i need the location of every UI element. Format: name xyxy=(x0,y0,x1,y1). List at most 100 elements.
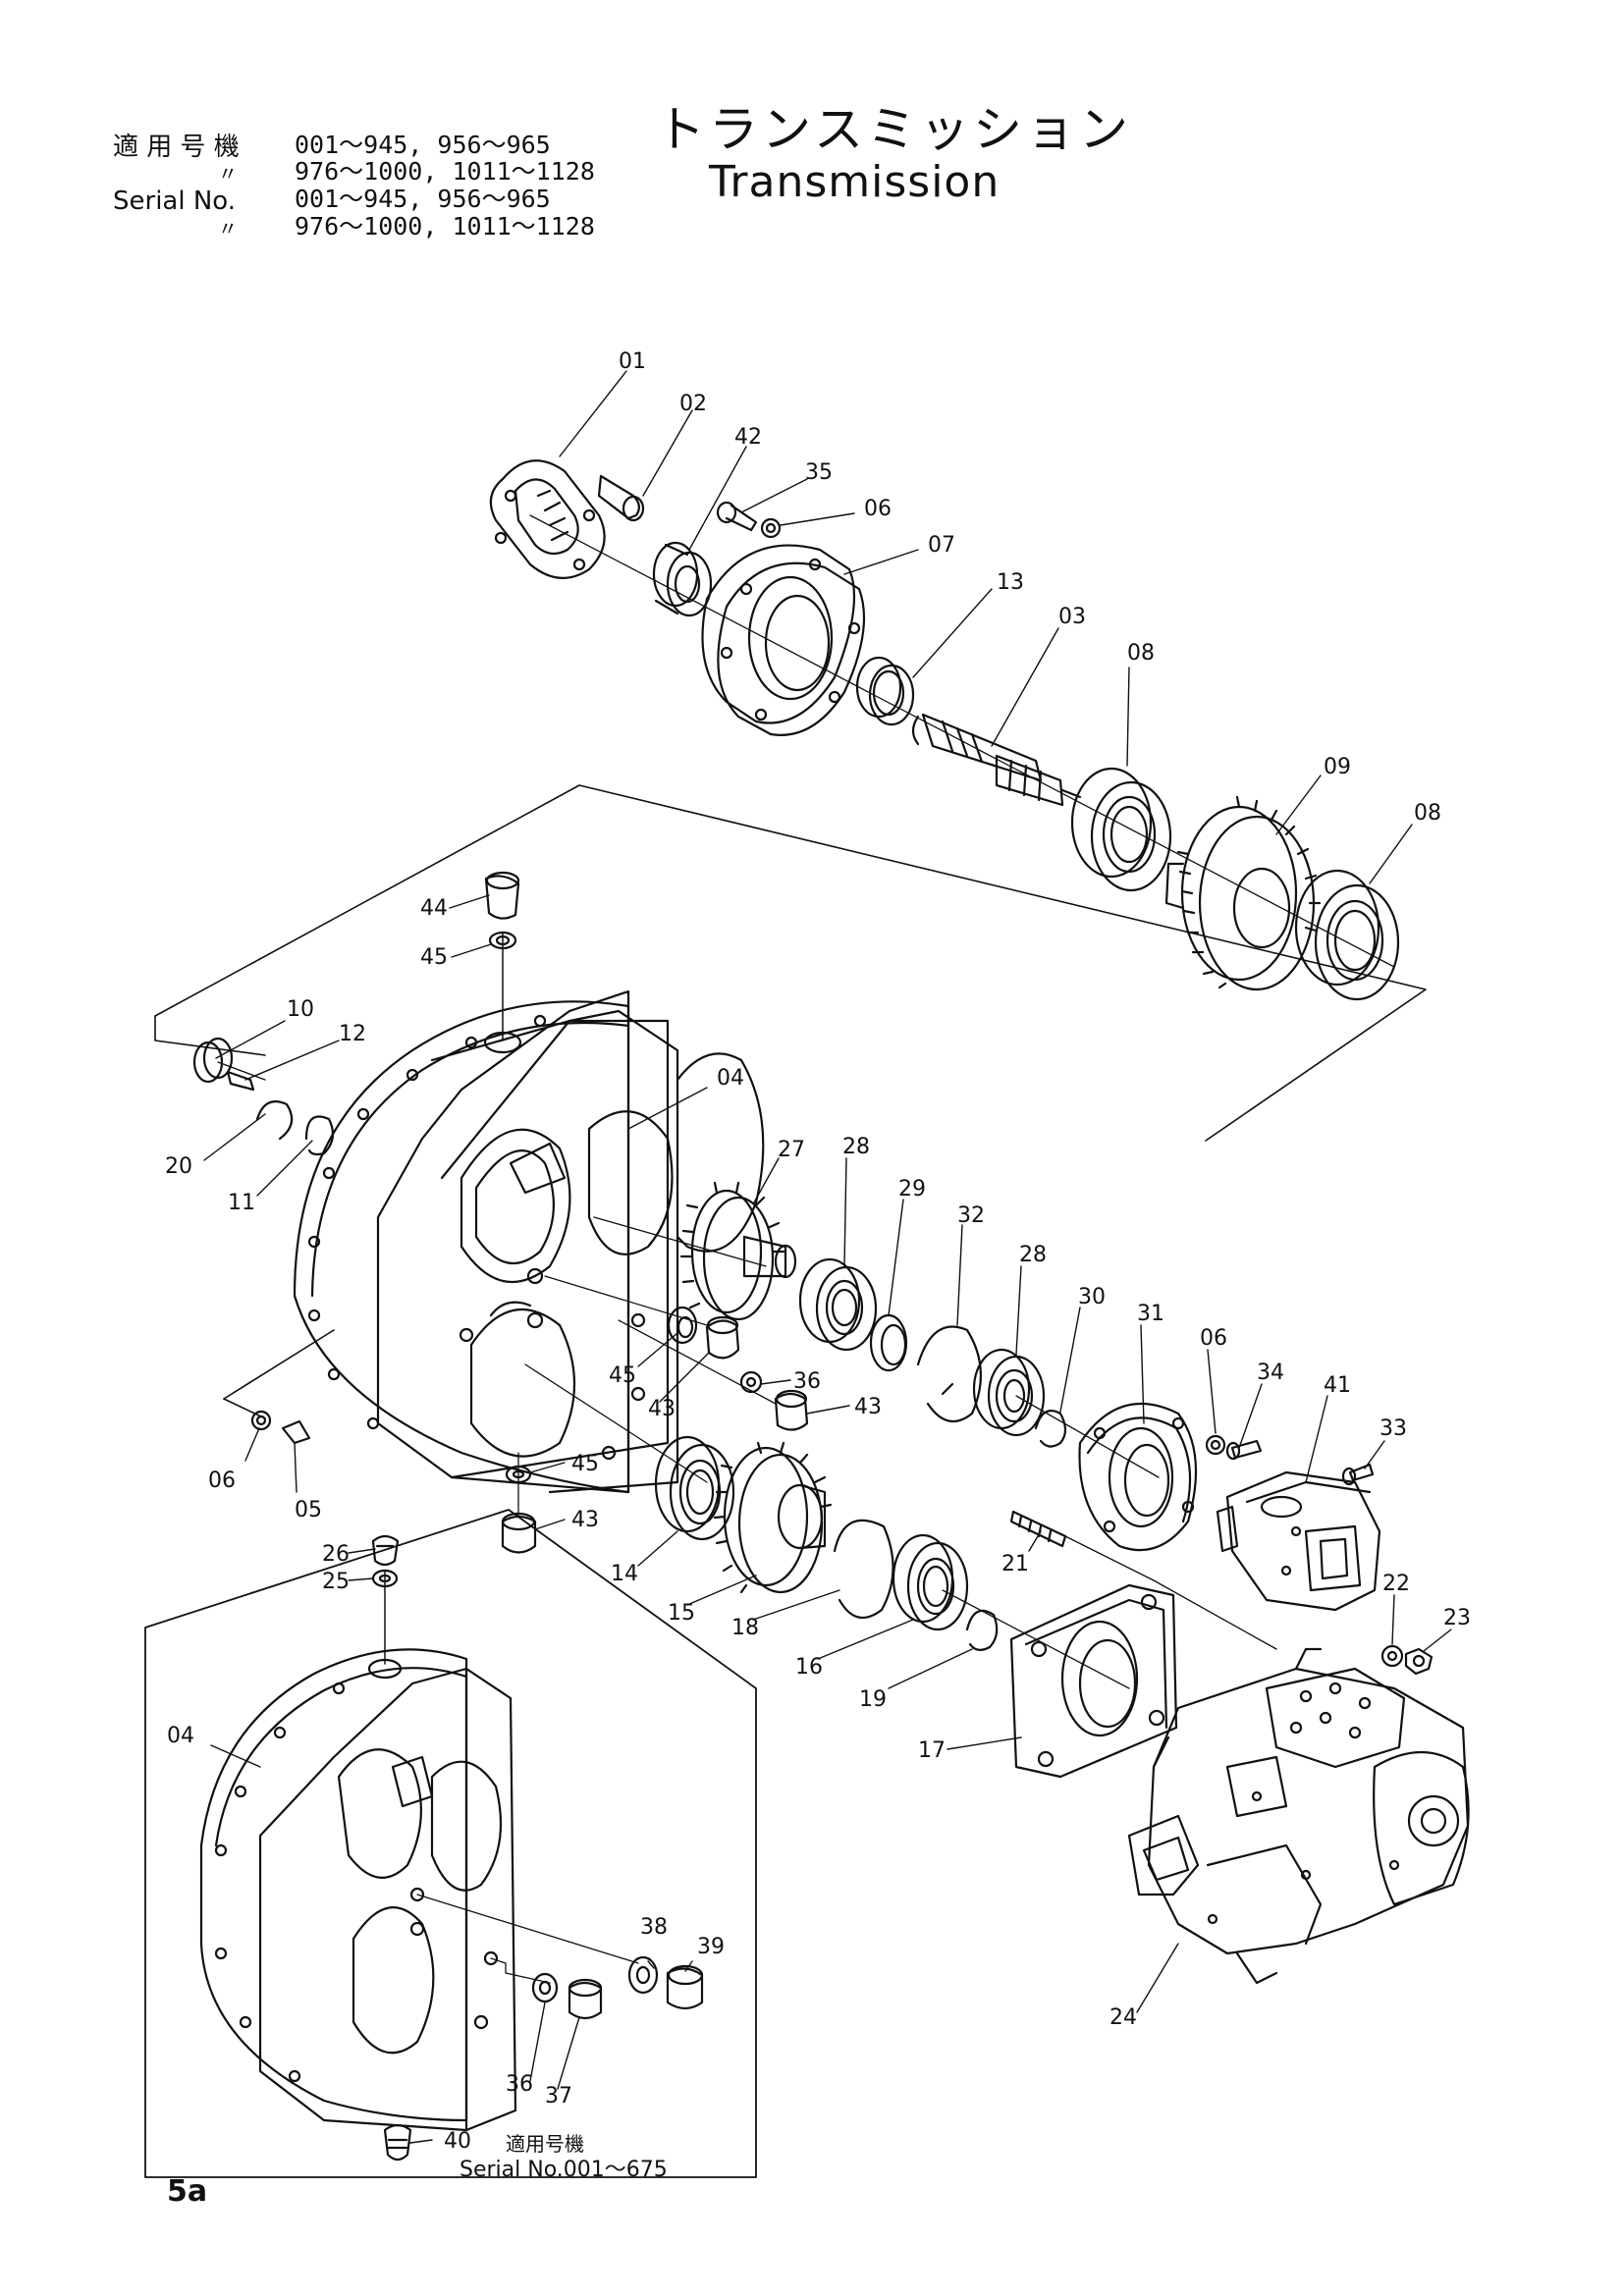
callout-label: 44 xyxy=(420,896,448,921)
part-34-bolt xyxy=(1225,1439,1263,1461)
callout-label: 10 xyxy=(287,997,314,1022)
part-14-bearing xyxy=(654,1435,735,1541)
part-11-ring xyxy=(304,1115,335,1156)
frame-top xyxy=(154,784,1427,1142)
part-36-washer xyxy=(739,1370,763,1394)
part-27-gear xyxy=(679,1181,797,1321)
frame-left xyxy=(223,1329,335,1400)
callout-label: 34 xyxy=(1257,1361,1284,1385)
inset-part-37-plug xyxy=(568,1978,603,2020)
part-43-plug-c xyxy=(501,1512,537,1554)
callout-label: 21 xyxy=(1001,1552,1029,1576)
part-16-bearing xyxy=(892,1533,969,1631)
callout-label: 16 xyxy=(795,1655,823,1680)
part-42-seal xyxy=(652,541,713,617)
inset-frame xyxy=(144,1509,757,2178)
part-12-valve xyxy=(226,1070,255,1092)
part-21-stud xyxy=(1009,1510,1067,1548)
part-35-bolt xyxy=(716,501,758,532)
title-english: Transmission xyxy=(709,157,1001,207)
inset-part-38-washer xyxy=(627,1955,659,1995)
part-19-ring xyxy=(965,1609,999,1651)
serial-range-2: 976～1000, 1011～1128 xyxy=(295,157,595,186)
part-43-plug-b xyxy=(774,1389,809,1431)
callout-label: 43 xyxy=(648,1397,676,1421)
ditto-mark-1: 〃 xyxy=(218,162,238,186)
callout-label: 35 xyxy=(805,460,833,485)
callout-label: 07 xyxy=(928,533,955,558)
callout-label: 36 xyxy=(793,1369,821,1394)
callout-label: 01 xyxy=(619,349,646,374)
callout-label: 27 xyxy=(778,1138,805,1162)
callout-label: 42 xyxy=(734,425,762,450)
callout-label: 13 xyxy=(997,570,1024,595)
callout-label: 04 xyxy=(167,1724,194,1748)
callout-label: 14 xyxy=(611,1562,638,1586)
part-44-plug xyxy=(484,871,520,920)
part-41-motor xyxy=(1216,1470,1381,1612)
part-28-bearing-b xyxy=(972,1348,1046,1437)
callout-label: 24 xyxy=(1109,2005,1137,2030)
part-23-nut xyxy=(1404,1647,1434,1676)
part-06-washer-left xyxy=(250,1410,272,1431)
part-33-bolt xyxy=(1341,1463,1375,1486)
serial-range-4: 976～1000, 1011～1128 xyxy=(295,212,595,240)
callout-label: 12 xyxy=(339,1022,366,1046)
callout-label: 28 xyxy=(1019,1243,1047,1267)
part-45-washer-mid xyxy=(667,1306,698,1345)
part-05-bolt xyxy=(281,1419,311,1445)
callout-label: 41 xyxy=(1324,1373,1351,1398)
callout-label: 38 xyxy=(640,1915,668,1940)
part-02-bolt xyxy=(597,474,645,522)
serial-range-1: 001～945, 956～965 xyxy=(295,131,551,159)
callout-label: 19 xyxy=(859,1687,887,1712)
page-number: 5a xyxy=(167,2174,208,2209)
part-29-ring xyxy=(869,1313,908,1372)
callout-label: 04 xyxy=(717,1066,744,1091)
callout-label: 40 xyxy=(444,2129,471,2154)
callout-label: 25 xyxy=(322,1570,350,1594)
callout-label: 26 xyxy=(322,1542,350,1567)
inset-part-39-plug xyxy=(666,1964,704,2010)
part-28-bearing-a xyxy=(798,1257,878,1352)
inset-part-04-housing xyxy=(199,1648,517,2132)
part-08-bearing-a xyxy=(1070,767,1172,892)
callout-label: 09 xyxy=(1324,755,1351,779)
callout-label: 33 xyxy=(1380,1416,1407,1441)
callout-label: 37 xyxy=(545,2084,572,2109)
part-08-bearing-b xyxy=(1294,869,1400,1001)
inset-note-serial: Serial No.001～675 xyxy=(460,2158,668,2182)
part-07-cover xyxy=(701,544,866,736)
callout-label: 36 xyxy=(506,2072,533,2097)
axis-line-top xyxy=(529,514,1395,968)
callout-label: 32 xyxy=(957,1203,985,1228)
part-31-cover xyxy=(1078,1402,1198,1552)
part-13-ring xyxy=(855,656,915,726)
callout-label: 39 xyxy=(697,1935,725,1959)
callout-label: 31 xyxy=(1137,1302,1164,1326)
callout-label: 20 xyxy=(165,1154,192,1179)
inset-part-36-washer xyxy=(531,1972,559,2003)
inset-part-26-fitting xyxy=(371,1534,400,1567)
callout-label: 03 xyxy=(1058,605,1086,629)
callout-label: 45 xyxy=(420,945,448,970)
callout-label: 28 xyxy=(842,1135,870,1159)
part-32-ring xyxy=(916,1325,982,1423)
part-10-cap xyxy=(192,1037,234,1084)
ditto-mark-2: 〃 xyxy=(218,217,238,240)
callout-labels: 01 02 42 35 06 07 13 03 08 09 08 44 45 1… xyxy=(165,349,1471,2154)
part-09-gear xyxy=(1164,795,1322,991)
callout-label: 08 xyxy=(1127,641,1155,666)
callout-label: 06 xyxy=(208,1468,236,1493)
callout-label: 05 xyxy=(295,1498,322,1522)
callout-label: 15 xyxy=(668,1601,695,1626)
callout-label: 29 xyxy=(898,1177,926,1201)
part-01-flange xyxy=(489,459,606,579)
part-20-ring xyxy=(255,1100,294,1141)
callout-label: 17 xyxy=(918,1738,946,1763)
callout-label: 06 xyxy=(1200,1326,1227,1351)
part-24-pump xyxy=(1127,1647,1470,1985)
callout-label: 45 xyxy=(571,1452,599,1476)
part-43-plug-a xyxy=(705,1315,740,1360)
